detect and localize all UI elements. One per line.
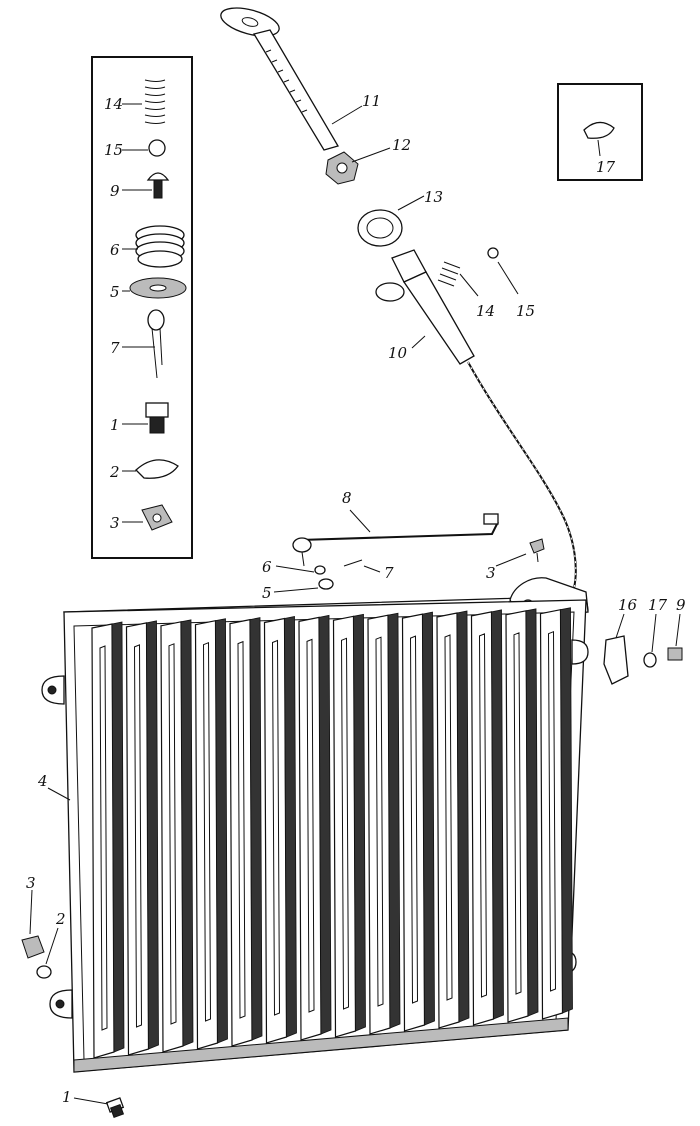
callout-8: 8 (342, 489, 352, 507)
louvre-shadow (353, 613, 366, 1032)
callout-1-left: 1 (62, 1088, 72, 1106)
louvre-shadow (491, 609, 504, 1020)
louvre-slot (237, 640, 246, 1019)
louvre-shadow (249, 617, 263, 1041)
callout-11: 11 (362, 92, 381, 110)
callout-14: 14 (104, 95, 123, 113)
callout-15: 15 (104, 141, 123, 159)
louvre-slot (409, 635, 419, 1004)
callout-6: 6 (110, 241, 120, 259)
callout-5-link: 5 (262, 584, 272, 602)
louvre-shadow (111, 621, 125, 1053)
louvre-slot (547, 630, 557, 992)
parts-detail-box: 14 15 9 6 5 7 1 2 3 (91, 56, 193, 559)
louvre-slot (513, 632, 522, 995)
bolt-part (145, 402, 169, 434)
louvre-shadow (284, 616, 297, 1038)
louvre-slot (306, 638, 315, 1013)
callout-12: 12 (392, 136, 411, 154)
spring-washer-part (135, 225, 185, 268)
callout-16: 16 (618, 596, 638, 614)
callout-10: 10 (388, 344, 408, 362)
louvre-slot (271, 639, 281, 1016)
bracket-parts: 16 17 9 (603, 596, 686, 685)
square-nut-part (141, 504, 173, 531)
callout-2: 2 (109, 463, 120, 481)
louvre-slot (202, 641, 212, 1022)
louvre-shadow (180, 619, 194, 1047)
callout-9-right: 9 (676, 596, 686, 614)
inset-box: 17 (557, 83, 643, 181)
callout-14-cable: 14 (476, 302, 495, 320)
callout-5: 5 (110, 283, 120, 301)
louvre-slot (444, 634, 453, 1001)
screw-part (146, 172, 170, 199)
louvre-shadow (215, 618, 228, 1044)
louvre-shadow (387, 612, 401, 1029)
callout-17-inset: 17 (596, 158, 616, 176)
louvre-slot (375, 636, 384, 1007)
control-cable-assembly: 11 12 13 10 14 15 (220, 7, 577, 589)
louvre-shadow (146, 620, 159, 1050)
callout-3-left: 3 (26, 874, 36, 892)
lock-washer-part (135, 459, 179, 479)
louvre-slot (340, 637, 350, 1010)
callout-7: 7 (110, 339, 120, 357)
shutter-louvres (91, 607, 573, 1059)
cotter-pin-part (147, 309, 165, 379)
louvre-slot (99, 645, 108, 1031)
washer-part (129, 277, 187, 299)
louvre-slot (133, 644, 143, 1028)
louvre-slot (168, 643, 177, 1025)
callout-17: 17 (648, 596, 668, 614)
louvre-slot (478, 633, 488, 998)
callout-13: 13 (424, 188, 443, 206)
callout-6-link: 6 (262, 558, 272, 576)
callout-1: 1 (110, 416, 120, 434)
callout-2-left: 2 (55, 910, 66, 928)
ball-part (148, 139, 166, 157)
loose-fasteners: 3 2 1 4 (21, 772, 125, 1119)
louvre-shadow (560, 607, 573, 1014)
callout-4: 4 (37, 772, 48, 790)
louvre-shadow (318, 614, 332, 1035)
spring-part (144, 79, 166, 124)
louvre-shadow (456, 610, 470, 1023)
callout-7-link: 7 (384, 564, 394, 582)
callout-3-link: 3 (486, 564, 496, 582)
louvre-shadow (422, 611, 435, 1026)
callout-3: 3 (110, 514, 120, 532)
link-rod-assembly: 8 6 5 7 3 (262, 489, 545, 602)
louvre-shadow (525, 608, 539, 1017)
callout-15-cable: 15 (516, 302, 535, 320)
callout-9: 9 (110, 182, 120, 200)
